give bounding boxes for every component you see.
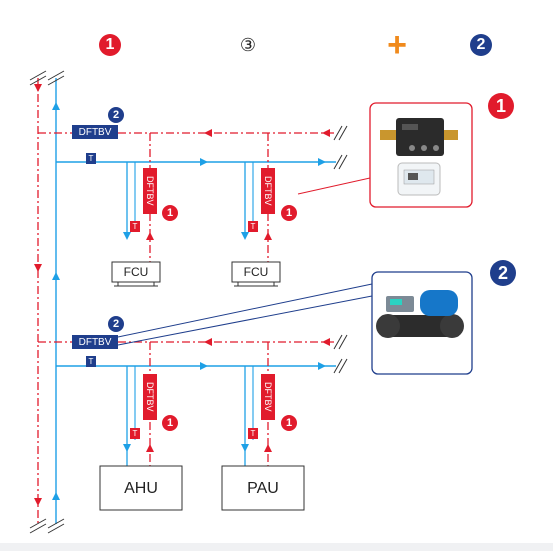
lower-header-arrows [200,338,330,370]
callout-line-2a [117,283,373,338]
header-circled-3: ③ [236,33,260,57]
badge-1-fcu1: 1 [162,205,178,221]
badge-red: 1 [99,34,121,56]
lower-break-marks [333,334,348,374]
pau-label: PAU [247,480,279,497]
header-plus: + [384,28,410,62]
badge-2-lower: 2 [108,316,124,332]
badge-1-pau: 1 [281,415,297,431]
badge-blue: 2 [470,34,492,56]
temp-sensor-lower: T [86,356,96,367]
temp-sensor-upper: T [86,153,96,164]
dftbv-branch-ahu: DFTBV [143,374,157,420]
fcu-unit-1 [111,261,161,287]
temp-sensor-ahu: T [130,428,140,439]
header-badge-1: 1 [98,33,122,57]
plus-sign: + [387,26,407,64]
upper-header-arrows [200,129,330,166]
callout-badge-2: 2 [490,260,516,286]
balancing-valve-actuator-picture [380,118,458,156]
thermostat-picture [397,162,441,196]
dftbv-label-upper: DFTBV [72,125,118,139]
pau-box [221,465,305,511]
header-badge-2: 2 [469,33,493,57]
bottom-strip [0,543,553,551]
ahu-label: AHU [124,480,158,497]
callout-line-1 [297,177,371,195]
riser-arrows [34,84,60,506]
dftbv-branch-pau: DFTBV [261,374,275,420]
badge-1-ahu: 1 [162,415,178,431]
break-mark-bottom [29,518,65,534]
ahu-box [99,465,183,511]
dftbv-branch-fcu1: DFTBV [143,168,157,214]
temp-sensor-fcu1: T [130,221,140,232]
badge-2-upper: 2 [108,107,124,123]
dynamic-valve-picture [376,290,464,338]
circled-number: ③ [239,34,257,55]
fcu-label-1: FCU [123,265,149,279]
temp-sensor-pau: T [248,428,258,439]
fcu-unit-2 [231,261,281,287]
fcu-label-2: FCU [243,265,269,279]
break-mark-top [29,70,65,86]
badge-1-fcu2: 1 [281,205,297,221]
dftbv-branch-fcu2: DFTBV [261,168,275,214]
callout-line-2b [117,295,373,346]
temp-sensor-fcu2: T [248,221,258,232]
dftbv-label-lower: DFTBV [72,335,118,349]
upper-break-marks [333,125,348,170]
callout-badge-1: 1 [488,93,514,119]
